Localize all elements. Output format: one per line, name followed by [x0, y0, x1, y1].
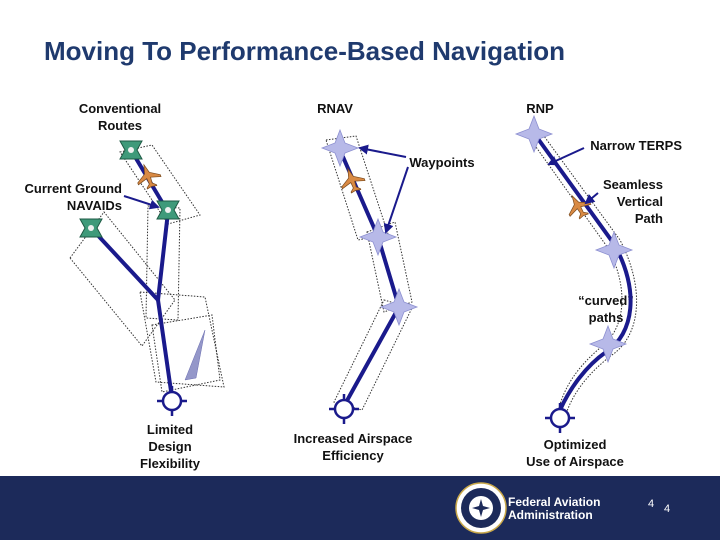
label-waypoints: Waypoints	[409, 155, 475, 170]
rnav-route	[338, 148, 402, 408]
label-narrow-terps: Narrow TERPS	[590, 138, 682, 153]
conventional-corridors	[69, 144, 225, 393]
navaid-icon-1	[119, 140, 143, 160]
plane-icon-conventional	[132, 160, 164, 192]
runway-target-icon-rnav	[327, 392, 361, 426]
rnav-corridors	[325, 135, 413, 411]
approach-cone	[184, 329, 206, 381]
label-increased-airspace-efficiency: Increased Airspace Efficiency	[293, 431, 413, 463]
conventional-routes	[89, 148, 174, 400]
footer-bar	[0, 476, 720, 540]
runway-target-icon-rnp	[543, 401, 577, 435]
faa-seal-icon	[455, 482, 507, 534]
label-limited-design-flexibility: Limited Design Flexibility	[140, 422, 200, 471]
waypoint-icon-rnp-2	[595, 231, 633, 269]
label-rnav: RNAV	[317, 101, 353, 116]
navaids-pointer-arrow	[123, 195, 160, 210]
rnp-route	[534, 134, 633, 412]
waypoint-icon-rnav-1	[321, 129, 359, 167]
label-seamless-vertical-path: Seamless Vertical Path	[603, 177, 663, 226]
label-current-ground-navaids: Current Ground NAVAIDs	[24, 181, 123, 213]
narrow-terps-arrow	[547, 147, 585, 166]
label-rnp: RNP	[526, 101, 554, 116]
page-number-secondary: 4	[664, 503, 671, 515]
navaid-icon-2	[156, 200, 180, 220]
label-conventional-routes: Conventional Routes	[78, 101, 162, 133]
faa-agency-name: Federal Aviation Administration	[508, 495, 601, 522]
waypoints-arrow-2	[383, 166, 409, 234]
label-curved-paths: “curved” paths	[578, 293, 634, 325]
navigation-diagram	[69, 115, 638, 435]
waypoints-arrow-1	[358, 144, 407, 158]
waypoint-icon-rnp-3	[589, 325, 627, 363]
label-optimized-use-of-airspace: Optimized Use of Airspace	[526, 437, 624, 469]
page-title: Moving To Performance-Based Navigation	[44, 36, 566, 66]
seamless-arrow	[584, 192, 599, 205]
waypoint-icon-rnav-3	[380, 288, 418, 326]
navaid-icon-3	[79, 218, 103, 238]
plane-icon-rnav	[336, 164, 368, 196]
waypoint-icon-rnav-2	[359, 218, 397, 256]
page-number: 4	[648, 498, 655, 510]
waypoint-icon-rnp-1	[515, 115, 553, 153]
